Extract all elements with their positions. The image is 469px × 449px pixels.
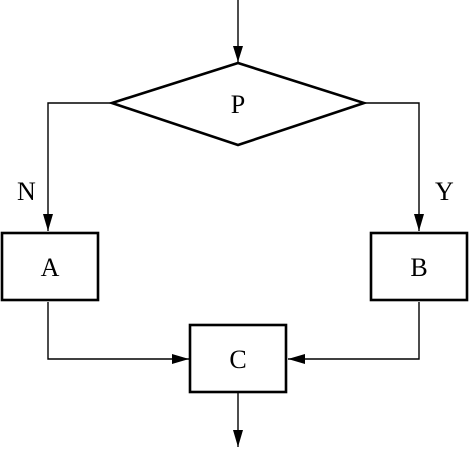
entry-arrowhead <box>233 46 243 62</box>
process-a-box <box>0 231 100 302</box>
b-to-c-line <box>288 302 420 360</box>
a-to-c-arrowhead <box>172 354 189 364</box>
process-a-label: A <box>41 253 60 282</box>
exit-arrowhead <box>233 430 243 447</box>
b-to-c-arrowhead <box>288 354 305 364</box>
process-b-box <box>369 231 469 302</box>
no-branch-line <box>47 102 112 231</box>
process-c-box <box>188 323 288 394</box>
no-branch-label: N <box>17 177 36 206</box>
no-branch-arrowhead <box>43 214 53 231</box>
process-b-label: B <box>410 253 427 282</box>
yes-branch-label: Y <box>435 177 454 206</box>
decision-label: P <box>231 90 245 119</box>
yes-branch-arrowhead <box>414 214 424 231</box>
yes-branch-line <box>364 102 420 231</box>
a-to-c-line <box>47 302 189 360</box>
process-c-label: C <box>229 345 246 374</box>
